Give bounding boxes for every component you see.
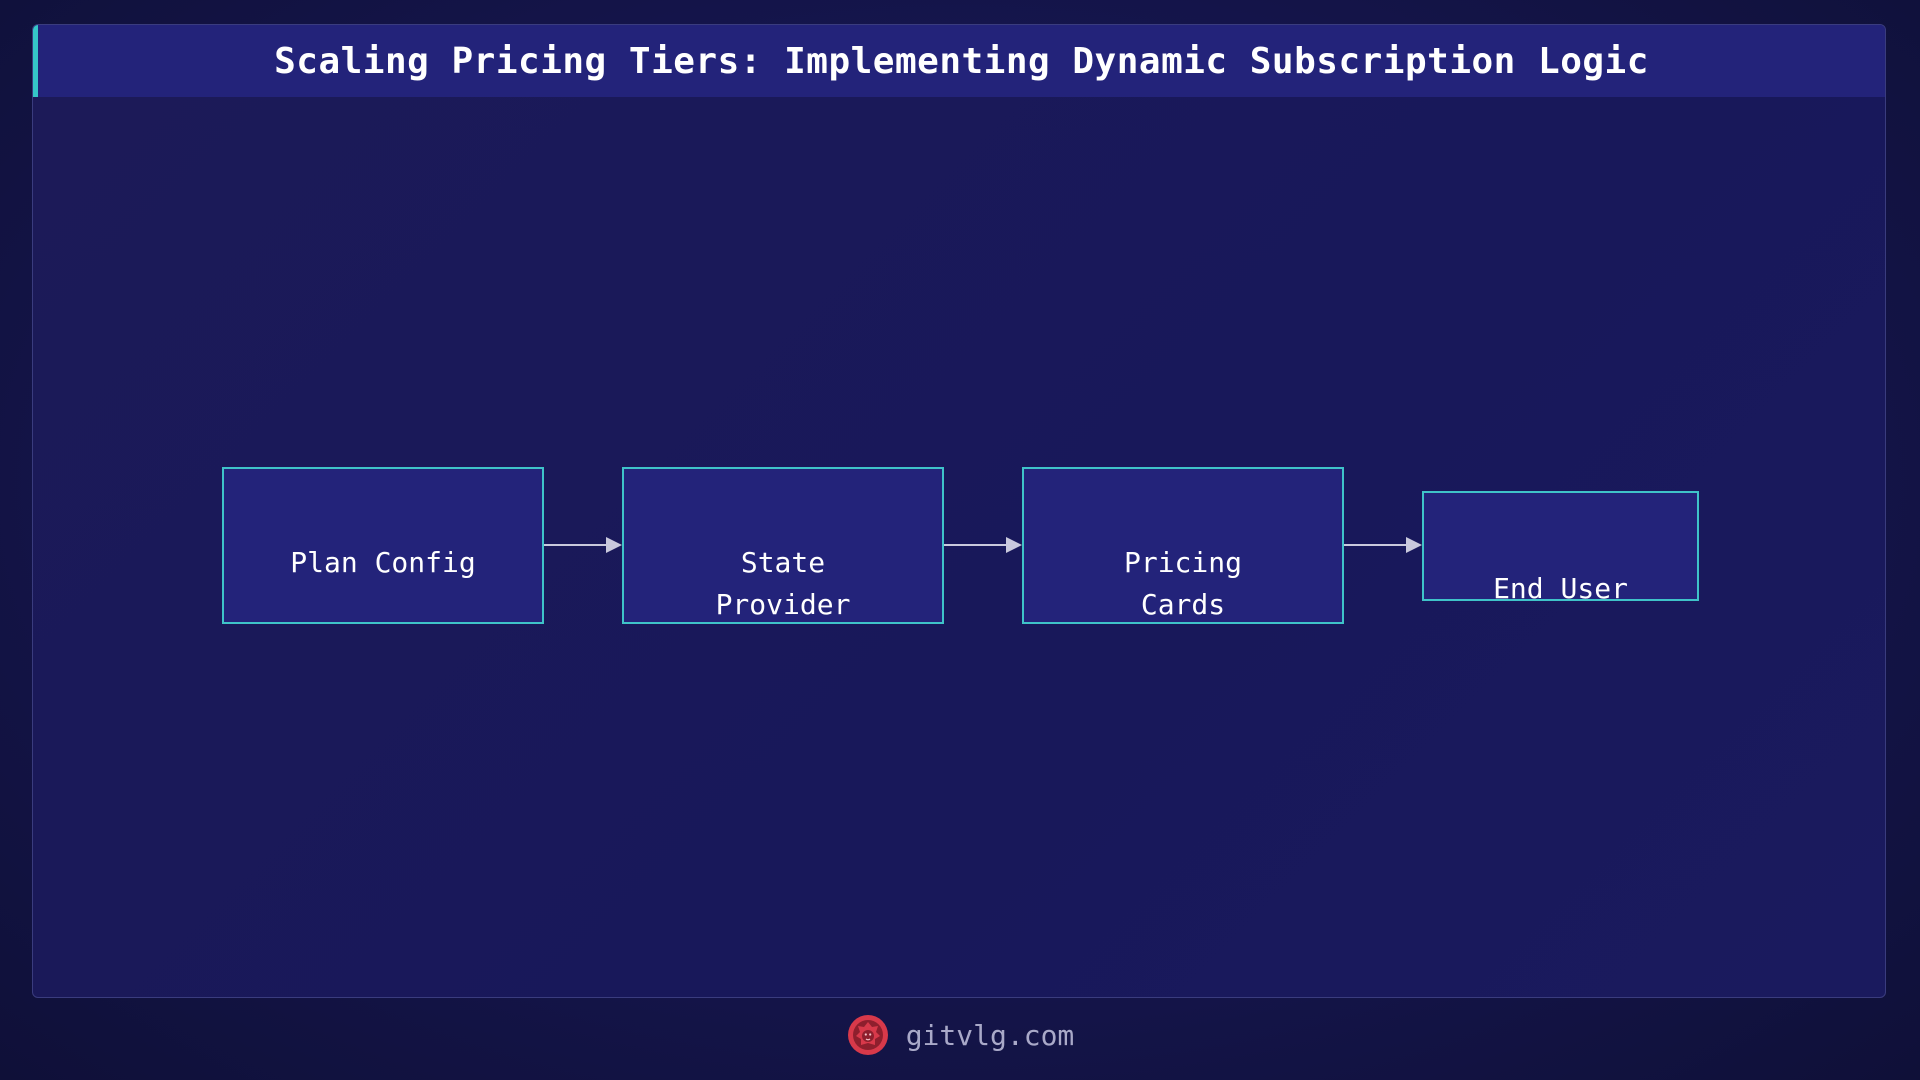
node-end-user-label: End User [1493, 572, 1628, 605]
node-plan-config-label: Plan Config [290, 546, 476, 579]
title-bar: Scaling Pricing Tiers: Implementing Dyna… [33, 25, 1885, 97]
footer-site-link[interactable]: gitvlg.com [905, 1018, 1075, 1052]
node-state-provider: State Provider [622, 467, 944, 624]
lion-logo-icon [847, 1015, 888, 1055]
footer: gitvlg.com [0, 1010, 1920, 1060]
node-state-provider-label: State Provider [715, 546, 851, 621]
node-pricing-cards: Pricing Cards [1022, 467, 1344, 624]
node-pricing-cards-label: Pricing Cards [1123, 546, 1242, 621]
node-end-user: End User [1422, 491, 1699, 605]
diagram-title: Scaling Pricing Tiers: Implementing Dyna… [274, 40, 1649, 82]
node-plan-config: Plan Config [222, 467, 544, 624]
